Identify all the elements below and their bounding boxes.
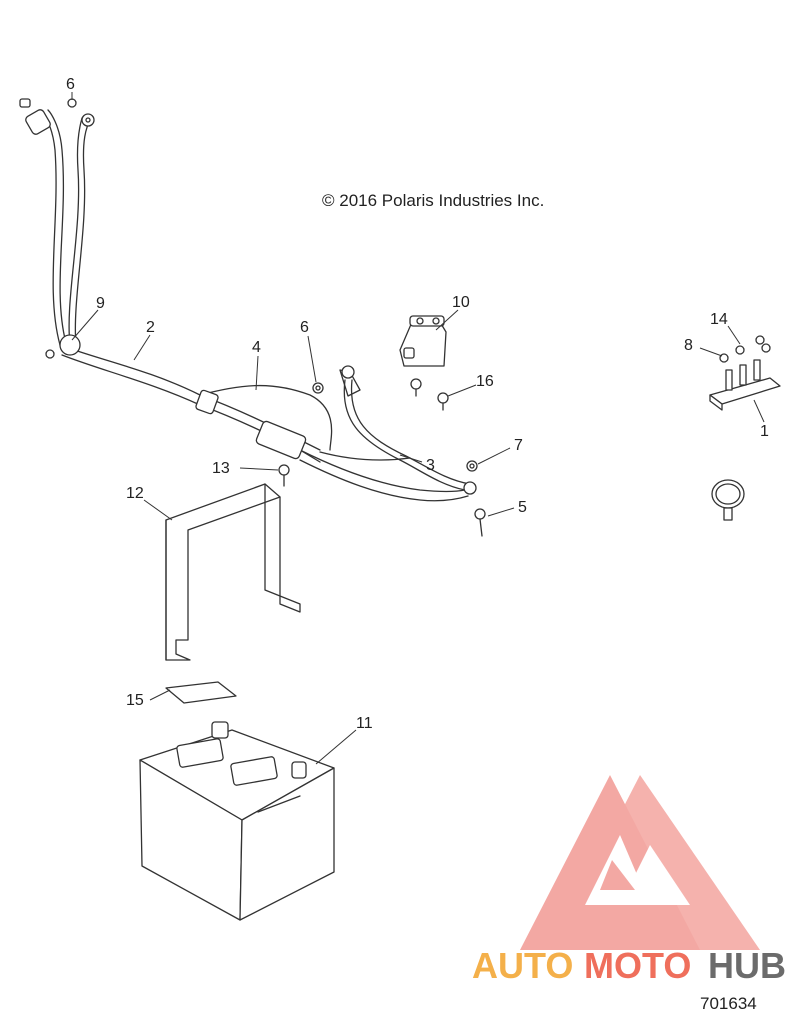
bolt-5	[474, 508, 486, 537]
callout-6: 6	[300, 319, 309, 336]
watermark-moto: MOTO	[584, 945, 691, 986]
callout-4: 4	[252, 339, 261, 356]
callout-16: 16	[476, 373, 494, 390]
watermark-logo	[520, 775, 760, 950]
callout-8: 8	[684, 337, 693, 354]
solenoid-10	[399, 315, 449, 411]
callout-13: 13	[212, 460, 230, 477]
bolt-13	[278, 464, 290, 487]
callout-11: 11	[356, 715, 373, 732]
callout-6-top: 6	[66, 76, 75, 93]
callout-1: 1	[760, 423, 769, 440]
copyright-text: © 2016 Polaris Industries Inc.	[322, 191, 545, 210]
terminal-block-1	[709, 335, 781, 411]
callout-12: 12	[126, 485, 144, 502]
battery-bracket-12	[165, 483, 301, 661]
cable-main	[45, 334, 477, 502]
watermark-wordmark: AUTO MOTO HUB	[472, 945, 786, 986]
callout-2: 2	[146, 319, 155, 336]
callout-10: 10	[452, 294, 470, 311]
leader-lines	[71, 92, 765, 765]
callout-14: 14	[710, 311, 728, 328]
cable-harness-2	[19, 98, 95, 346]
pad-15	[165, 681, 237, 704]
clamp	[711, 479, 745, 521]
battery-11	[139, 721, 335, 921]
callout-9: 9	[96, 295, 105, 312]
nut-7	[466, 460, 478, 472]
watermark-auto: AUTO	[472, 945, 573, 986]
nut-6-top	[67, 98, 77, 108]
nut-6	[312, 382, 324, 394]
callout-7: 7	[514, 437, 523, 454]
callout-3: 3	[426, 457, 435, 474]
drawing-number: 701634	[700, 994, 757, 1013]
watermark-hub: HUB	[708, 945, 786, 986]
callout-5: 5	[518, 499, 527, 516]
callout-15: 15	[126, 692, 144, 709]
